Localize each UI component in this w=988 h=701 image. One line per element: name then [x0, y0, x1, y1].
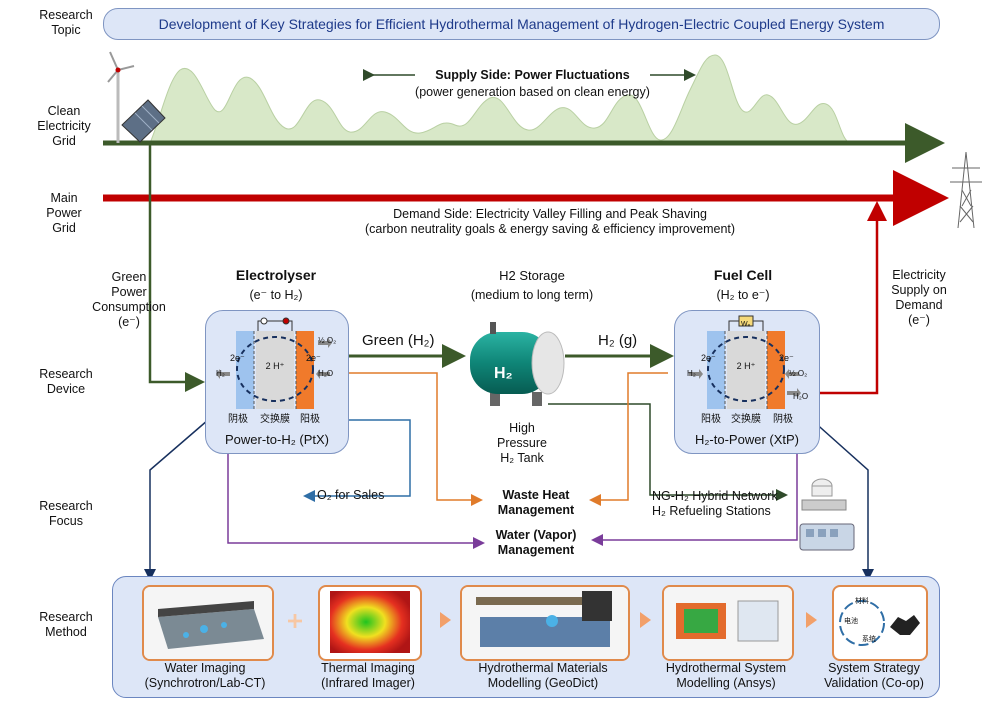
fuel-cell-title: Fuel Cell	[713, 267, 773, 283]
validation-icon-label-battery: 电池	[844, 618, 858, 625]
tank-label: High Pressure H₂ Tank	[496, 421, 548, 465]
network-label: NG-H₂ Hybrid Network H₂ Refueling Statio…	[652, 489, 778, 518]
electrolyser-anode-label: 阳极	[300, 414, 320, 425]
row-label-method: Research Method	[39, 610, 93, 639]
system-modelling-caption: Hydrothermal System Modelling (Ansys)	[665, 661, 787, 690]
materials-modelling-thumb	[460, 585, 630, 661]
tank-h2-text: H₂	[494, 365, 513, 382]
refueling-station-icon	[799, 478, 855, 551]
electrolyser-h2-out: H₂	[216, 369, 225, 378]
thermal-imaging-caption: Thermal Imaging (Infrared Imager)	[321, 661, 415, 690]
row-label-focus: Research Focus	[39, 499, 93, 528]
green-h2-label: Green (H₂)	[362, 332, 435, 349]
electrolyser-box: 2e⁻ 2e⁻ 2 H⁺ ½ O₂ H₂ H₂O 阴极 交换膜 阳极 Power…	[205, 310, 349, 454]
waste-heat-label: Waste Heat Management	[497, 488, 575, 517]
h2-tank-icon	[470, 322, 565, 406]
solar-panel-icon	[121, 99, 166, 143]
power-fluctuation-area	[149, 54, 851, 144]
fuel-cell-cell-icon	[689, 315, 801, 409]
arrow-icon	[640, 612, 651, 628]
fuel-cell-caption: H₂-to-Power (XtP)	[694, 432, 799, 447]
method-link-left	[144, 419, 209, 581]
electrolyser-membrane-label: 交换膜	[260, 414, 290, 425]
green-power-line	[148, 143, 205, 392]
row-label-device: Research Device	[39, 367, 93, 396]
fuel-cell-membrane-label: 交换膜	[731, 414, 761, 425]
waste-heat-line-right	[589, 372, 668, 506]
h2-gas-label: H₂ (g)	[598, 332, 638, 349]
strategy-validation-thumb: 材料 电池 系统	[832, 585, 928, 661]
fuel-cell-anode-label: 阳极	[701, 414, 721, 425]
electricity-supply-line	[818, 201, 887, 395]
storage-title: H2 Storage	[499, 268, 565, 283]
fuel-cell-subtitle: (H₂ to e⁻)	[716, 288, 770, 302]
supply-subtitle: (power generation based on clean energy)	[415, 85, 650, 99]
row-label-topic: Research Topic	[39, 8, 93, 37]
electrolyser-left-electrons: 2e⁻	[230, 353, 245, 363]
arrow-icon	[806, 612, 817, 628]
method-link-right	[811, 419, 874, 581]
water-line-right	[591, 448, 798, 546]
electrolyser-right-electrons: 2e⁻	[306, 353, 321, 363]
wind-turbine-icon	[107, 51, 135, 143]
electrolyser-h2o-in: H₂O	[318, 369, 334, 378]
electrolyser-caption: Power-to-H₂ (PtX)	[224, 432, 329, 447]
demand-subtitle: (carbon neutrality goals & energy saving…	[364, 222, 736, 236]
electricity-supply-label: Electricity Supply on Demand (e⁻)	[891, 268, 947, 327]
materials-modelling-caption: Hydrothermal Materials Modelling (GeoDic…	[478, 661, 608, 690]
fuel-cell-h2o-out: H₂O	[793, 392, 809, 401]
demand-title: Demand Side: Electricity Valley Filling …	[393, 207, 707, 221]
system-modelling-thumb	[662, 585, 794, 661]
water-management-label: Water (Vapor) Management	[495, 528, 577, 557]
electrolyser-cell-icon	[216, 317, 332, 409]
transmission-tower-icon	[950, 151, 982, 229]
arrow-icon	[440, 612, 451, 628]
water-imaging-caption: Water Imaging (Synchrotron/Lab-CT)	[144, 661, 266, 690]
row-label-clean-grid: Clean Electricity Grid	[37, 104, 91, 148]
fuel-cell-cathode-label: 阴极	[773, 414, 793, 425]
fuel-cell-right-electrons: 2e⁻	[779, 353, 794, 363]
handshake-icon	[839, 600, 920, 646]
validation-icon-label-materials: 材料	[855, 598, 869, 605]
electrolyser-title: Electrolyser	[235, 267, 317, 283]
fuel-cell-h2-in: H₂	[687, 369, 696, 378]
validation-icon-label-system: 系统	[862, 636, 876, 643]
strategy-validation-caption: System Strategy Validation (Co-op)	[824, 661, 924, 690]
storage-subtitle: (medium to long term)	[470, 288, 594, 302]
fuel-cell-left-electrons: 2e⁻	[701, 353, 716, 363]
electrolyser-cathode-label: 阴极	[228, 414, 248, 425]
fuel-cell-box: Wₑ 2e⁻ 2e⁻ 2 H⁺ H₂ ½ O₂ H₂O 阳极 交换膜 阴极 H₂…	[674, 310, 820, 454]
electrolyser-subtitle: (e⁻ to H₂)	[249, 288, 303, 302]
fuel-cell-load: Wₑ	[741, 321, 751, 328]
electrolyser-o2-out: ½ O₂	[318, 336, 337, 345]
waste-heat-line-left	[347, 372, 483, 506]
fuel-cell-o2-in: ½ O₂	[789, 369, 808, 378]
water-line-left	[227, 448, 485, 549]
row-label-main-grid: Main Power Grid	[46, 191, 82, 235]
o2-sales-label: O₂ for Sales	[317, 488, 385, 502]
research-topic-banner: Development of Key Strategies for Effici…	[103, 8, 940, 40]
supply-title: Supply Side: Power Fluctuations	[435, 68, 630, 82]
fuel-cell-protons: 2 H⁺	[736, 361, 756, 371]
water-imaging-thumb	[142, 585, 274, 661]
electrolyser-protons: 2 H⁺	[265, 361, 285, 371]
thermal-imaging-thumb	[318, 585, 422, 661]
green-power-label: Green Power Consumption (e⁻)	[92, 270, 166, 329]
